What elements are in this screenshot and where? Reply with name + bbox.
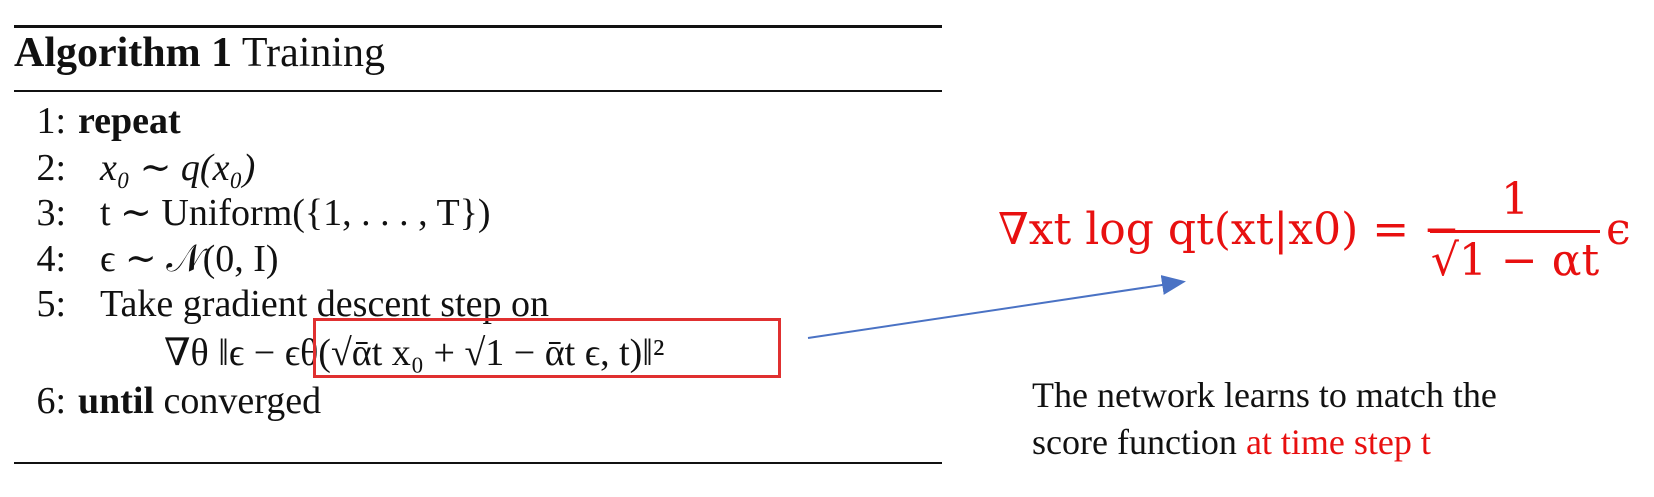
score-fraction: 1 √1 − αt bbox=[1430, 178, 1600, 283]
line-text: t ∼ Uniform({1, . . . , T}) bbox=[100, 192, 491, 234]
caption-prefix: score function bbox=[1032, 422, 1246, 462]
fraction-numerator: 1 bbox=[1501, 174, 1529, 225]
fraction-bar bbox=[1430, 230, 1600, 233]
caption-line-2: score function at time step t bbox=[1032, 419, 1592, 466]
caption-highlight: at time step t bbox=[1245, 422, 1431, 462]
line-text: ϵ ∼ 𝒩(0, I) bbox=[100, 238, 279, 280]
algo-line-4: 4: ϵ ∼ 𝒩(0, I) bbox=[14, 238, 279, 280]
algo-line-1: 1: repeat bbox=[14, 100, 181, 142]
bottom-rule bbox=[14, 462, 942, 464]
line-text: converged bbox=[163, 380, 322, 422]
algorithm-label: Algorithm 1 bbox=[14, 30, 233, 76]
highlight-box bbox=[313, 318, 781, 378]
algo-line-6: 6: until converged bbox=[14, 382, 321, 420]
keyword-repeat: repeat bbox=[78, 100, 181, 142]
algo-line-5: 5: Take gradient descent step on bbox=[14, 285, 549, 323]
gradient-formula: ∇θ ‖ϵ − ϵθ(√ᾱt x₀ + √1 − ᾱt ϵ, t)‖² bbox=[164, 332, 665, 374]
caption: The network learns to match the score fu… bbox=[1032, 372, 1592, 466]
caption-line-1: The network learns to match the bbox=[1032, 375, 1497, 415]
line-number: 5: bbox=[36, 283, 66, 325]
line-number: 6: bbox=[36, 380, 66, 422]
algo-line-2: 2: x₀ ∼ q(x₀) bbox=[14, 149, 255, 187]
line-number: 4: bbox=[36, 238, 66, 280]
algorithm-title: Algorithm 1 Training bbox=[14, 32, 385, 74]
fraction-denominator: √1 − αt bbox=[1430, 235, 1600, 286]
algo-line-5-formula: ∇θ ‖ϵ − ϵθ(√ᾱt x₀ + √1 − ᾱt ϵ, t)‖² bbox=[164, 334, 664, 372]
line-number: 2: bbox=[36, 147, 66, 189]
algorithm-block: Algorithm 1 Training 1: repeat 2: x₀ ∼ q(x… bbox=[14, 22, 944, 464]
line-text: Take gradient descent step on bbox=[100, 283, 549, 325]
algo-line-3: 3: t ∼ Uniform({1, . . . , T}) bbox=[14, 192, 491, 234]
header-rule bbox=[14, 90, 942, 92]
line-text: x₀ ∼ q(x₀) bbox=[100, 147, 256, 189]
line-number: 1: bbox=[36, 100, 66, 142]
keyword-until: until bbox=[78, 380, 155, 422]
line-number: 3: bbox=[36, 192, 66, 234]
algorithm-name: Training bbox=[241, 30, 386, 76]
top-rule bbox=[14, 25, 942, 28]
score-lhs: ∇xt log qt(xt|x0) = − bbox=[998, 204, 1460, 255]
score-epsilon: ϵ bbox=[1606, 204, 1631, 255]
